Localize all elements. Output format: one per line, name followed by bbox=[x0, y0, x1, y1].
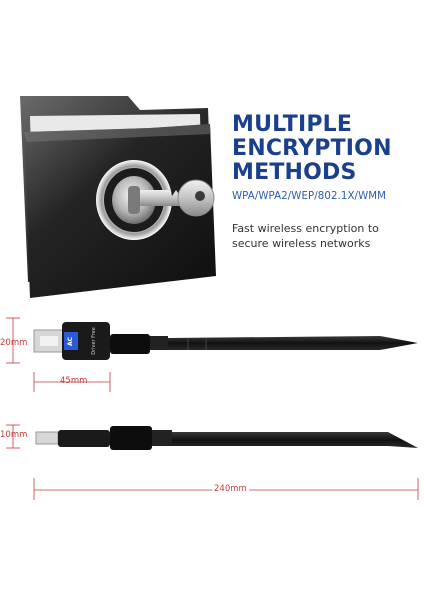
dimension-height-bottom: 10mm bbox=[0, 430, 28, 440]
encryption-protocols: WPA/WPA2/WEP/802.1X/WMM bbox=[232, 191, 387, 202]
description: Fast wireless encryption to secure wirel… bbox=[232, 221, 417, 251]
dimension-usb-length: 45mm bbox=[60, 376, 88, 386]
adapter-badge: AC bbox=[64, 332, 78, 350]
wifi-adapter-front-view bbox=[33, 322, 418, 360]
description-line-1: Fast wireless encryption to bbox=[232, 222, 379, 235]
adapter-badge-label: AC bbox=[67, 336, 75, 346]
lock-cylinder-icon bbox=[96, 160, 172, 240]
headline-line-3: METHODS bbox=[232, 160, 357, 185]
folder-icon bbox=[20, 96, 216, 298]
key-icon bbox=[140, 179, 215, 217]
description-line-2: secure wireless networks bbox=[232, 237, 371, 250]
dimension-height-top: 20mm bbox=[0, 338, 28, 348]
headline: MULTIPLE ENCRYPTION METHODS bbox=[232, 113, 422, 185]
dimension-total-length: 240mm bbox=[212, 484, 249, 494]
adapter-driver-label: Driver Free bbox=[91, 327, 97, 355]
headline-line-1: MULTIPLE bbox=[232, 112, 353, 137]
wifi-adapter-side-view bbox=[35, 426, 418, 450]
headline-line-2: ENCRYPTION bbox=[232, 136, 392, 161]
